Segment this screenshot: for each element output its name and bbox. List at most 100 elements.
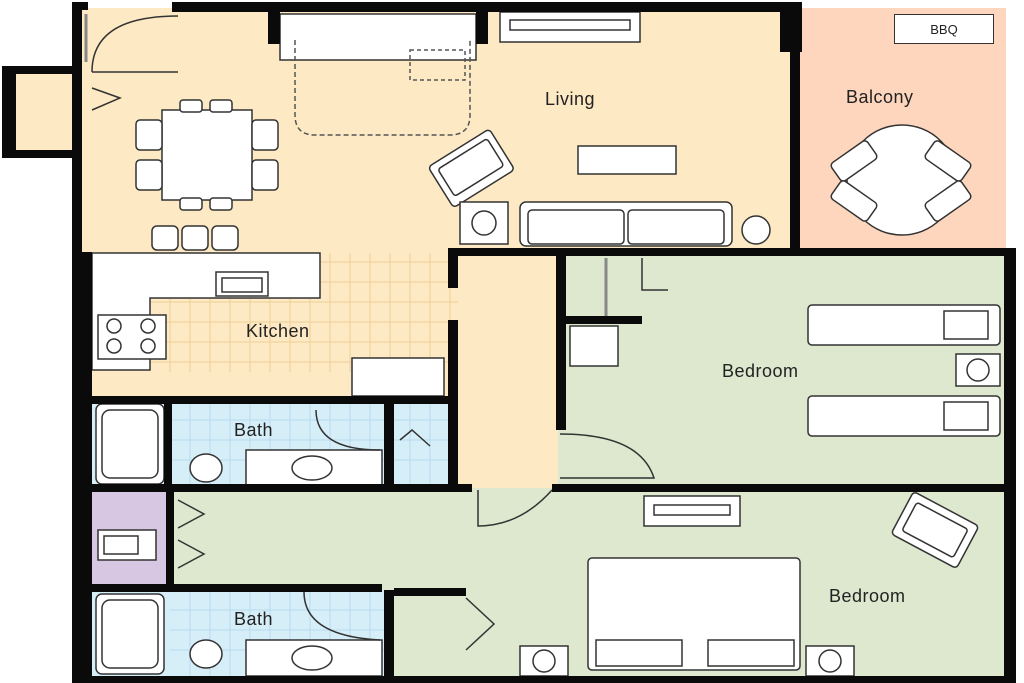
wall: [556, 248, 566, 430]
room-label-bath-1: Bath: [234, 420, 274, 440]
wall: [394, 588, 466, 596]
dining-chair: [251, 159, 279, 191]
wall: [166, 488, 174, 590]
bedroom1-closet-doors: [641, 258, 668, 291]
wall: [72, 2, 82, 152]
queen-bed-pillow: [595, 639, 683, 667]
wall: [82, 676, 1016, 683]
wall: [82, 584, 382, 592]
vanity-sink: [291, 455, 333, 481]
wall: [1004, 248, 1016, 683]
patio-chair: [924, 180, 972, 222]
washer: [97, 529, 157, 561]
burner: [140, 318, 156, 334]
closet-doors: [91, 87, 123, 111]
wall: [476, 2, 488, 44]
lamp: [532, 649, 556, 673]
toilet: [189, 639, 223, 669]
wall: [552, 484, 1006, 492]
wall: [2, 66, 16, 158]
room-label-bath-2: Bath: [234, 609, 274, 629]
dresser: [643, 495, 741, 527]
furniture: [91, 11, 1001, 677]
burner: [140, 338, 156, 354]
bedroom1-door-arc: [559, 433, 656, 479]
credenza-inner: [509, 19, 631, 31]
hallway-floor: [458, 253, 558, 488]
closet-1: [569, 325, 619, 367]
room-label-balcony: Balcony: [846, 87, 914, 107]
dining-chair: [209, 197, 233, 211]
bar-stool: [151, 225, 179, 251]
wall: [82, 252, 92, 683]
coffee-table: [577, 145, 677, 175]
washer-inner: [103, 535, 139, 555]
wall: [72, 150, 82, 683]
kitchen-sink-basin: [221, 277, 263, 293]
burner: [106, 338, 122, 354]
wall: [384, 590, 394, 683]
bedroom-1-floor: [558, 253, 1006, 488]
armchair: [428, 129, 514, 207]
bathtub: [95, 403, 165, 485]
vanity-sink: [291, 645, 333, 671]
room-label-kitchen: Kitchen: [246, 321, 310, 341]
bbq-grill: BBQ: [894, 14, 994, 44]
room-label-living: Living: [545, 89, 596, 109]
twin-bed: [807, 395, 1001, 437]
twin-bed: [807, 304, 1001, 346]
wall: [790, 2, 800, 252]
bath2-door-arc: [303, 591, 381, 641]
bath1-door-arc: [315, 409, 381, 451]
wall: [556, 316, 642, 324]
burner: [106, 318, 122, 334]
wall: [164, 396, 172, 488]
hall-door-arc: [477, 489, 553, 527]
wall: [2, 150, 82, 158]
bathtub-inner: [101, 409, 159, 479]
sofa-cushion: [527, 209, 625, 245]
dining-chair: [209, 99, 233, 113]
wall: [82, 484, 472, 492]
queen-bed-pillow: [707, 639, 795, 667]
room-label-bedroom-1: Bedroom: [722, 361, 799, 381]
sofa-bed-mattress: [294, 40, 471, 136]
wall: [2, 66, 82, 74]
room-label-bedroom-2: Bedroom: [829, 586, 906, 606]
dining-chair: [251, 119, 279, 151]
wall: [72, 2, 88, 10]
sofa-cushion: [627, 209, 725, 245]
sofa-bed-pillow: [409, 49, 466, 81]
closet2-doors-b: [177, 539, 206, 569]
bar-stool: [211, 225, 239, 251]
armchair: [891, 492, 979, 568]
wall: [458, 248, 1006, 256]
refrigerator: [351, 357, 445, 397]
bathtub: [95, 593, 165, 675]
lamp: [471, 210, 497, 236]
dining-chair: [135, 119, 163, 151]
sofa-bed-frame: [279, 13, 477, 61]
patio-chair: [830, 180, 878, 222]
patio-chair: [924, 140, 972, 182]
bath1-closet-arc: [399, 429, 431, 447]
lamp: [966, 358, 990, 382]
lamp: [818, 649, 842, 673]
bar-stool: [181, 225, 209, 251]
lamp: [741, 215, 771, 245]
dining-table: [161, 109, 253, 201]
entry-floor: [16, 72, 82, 154]
bathtub-inner: [101, 599, 159, 669]
wall: [448, 248, 458, 288]
door-swings: [91, 15, 668, 651]
wall: [632, 316, 642, 324]
toilet: [189, 453, 223, 483]
wall: [268, 2, 280, 44]
dining-chair: [179, 197, 203, 211]
closet2-doors: [177, 499, 206, 529]
entry-door-arc: [91, 15, 179, 73]
twin-bed-pillow: [943, 401, 989, 431]
queen-bed: [587, 557, 801, 671]
